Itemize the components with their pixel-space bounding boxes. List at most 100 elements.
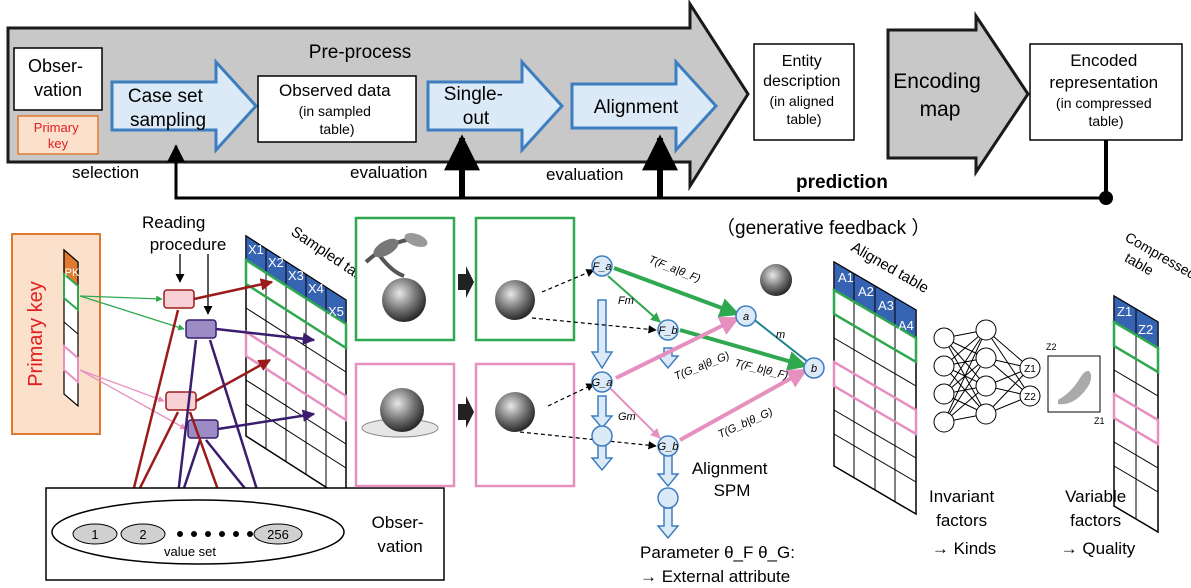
svg-text:T(F_a|θ_F): T(F_a|θ_F)	[647, 254, 702, 286]
svg-text:X3: X3	[288, 268, 304, 283]
aligned-table	[832, 260, 918, 516]
encoding-map-arrow	[886, 11, 1030, 177]
aligned-column-headers: A1 A2 A3 A4	[838, 270, 914, 333]
prediction-label: prediction	[796, 172, 888, 193]
observation-text: Obser- vation	[28, 56, 88, 100]
svg-text:T(G_b|θ_G): T(G_b|θ_G)	[716, 406, 774, 441]
svg-text:b: b	[811, 363, 817, 375]
primary-key-panel	[11, 233, 101, 435]
svg-text:A4: A4	[898, 318, 914, 333]
image-frame-4	[474, 362, 576, 488]
alignment-text: Alignment	[594, 97, 679, 118]
value-ellipsis-dots	[177, 531, 253, 537]
selection-label: selection	[72, 163, 139, 182]
latent-plot	[1047, 355, 1101, 413]
compressed-table-label: Compressed table	[1114, 229, 1191, 300]
image-frame-3	[354, 362, 456, 488]
svg-text:X5: X5	[328, 304, 344, 319]
read-node-2	[185, 319, 217, 339]
svg-text:G_b: G_b	[658, 441, 679, 453]
latent-axis-z1: Z1	[1094, 416, 1105, 426]
entity-description-text: Entity description (in aligned table)	[763, 53, 845, 127]
compressed-column-headers: Z1 Z2	[1117, 304, 1153, 337]
frame-arrow-bottom	[458, 396, 474, 428]
svg-text:Gm: Gm	[618, 411, 636, 423]
value-1-text: 1	[91, 527, 98, 542]
primary-key-small-text: Primary key	[34, 120, 82, 151]
svg-text:Z1: Z1	[1117, 304, 1132, 319]
svg-text:G_a: G_a	[592, 377, 613, 389]
value-2-pill	[120, 523, 166, 545]
latent-axis-z2: Z2	[1046, 342, 1057, 352]
encoding-map-text: Encoding map	[893, 70, 986, 121]
pk-connectors	[79, 295, 187, 430]
spm-edges	[519, 266, 809, 450]
single-out-arrow	[426, 58, 565, 154]
value-1-pill	[72, 523, 118, 545]
spm-node-labels: F_a F_b G_a G_b a b	[592, 261, 817, 453]
svg-text:Z2: Z2	[1138, 322, 1153, 337]
value-to-procedure	[126, 309, 266, 513]
value-256-text: 256	[267, 527, 289, 542]
z1-node-label: Z1	[1024, 364, 1036, 375]
image-frame-1	[354, 216, 456, 342]
invariant-factors-label: Invariant factors → Kinds	[929, 487, 999, 558]
pk-header-label: PK	[65, 267, 80, 279]
case-set-sampling-text: Case set sampling	[128, 86, 208, 131]
reading-procedure-label: Reading procedure	[142, 213, 226, 254]
neural-network	[933, 319, 1041, 433]
generative-feedback-label: （generative feedback ）	[716, 217, 930, 239]
compressed-table	[1112, 294, 1160, 534]
sampled-column-headers: X1 X2 X3 X4 X5	[248, 242, 344, 319]
evaluation-label-2: evaluation	[546, 165, 624, 184]
preprocess-label: Pre-process	[309, 42, 411, 63]
svg-text:A1: A1	[838, 270, 854, 285]
variable-factors-label: Variable factors → Quality	[1061, 487, 1136, 558]
read-node-1	[163, 289, 195, 309]
svg-text:T(G_a|θ_G): T(G_a|θ_G)	[673, 350, 732, 383]
observed-data-text: Observed data (in sampled table)	[279, 81, 395, 137]
svg-text:a: a	[743, 311, 749, 323]
pk-column	[63, 248, 79, 408]
svg-text:Fm: Fm	[618, 295, 634, 307]
svg-text:X1: X1	[248, 242, 264, 257]
evaluation-label-1: evaluation	[350, 163, 428, 182]
svg-text:X4: X4	[308, 281, 324, 296]
external-attribute-label: → External attribute	[640, 567, 790, 586]
value-2-text: 2	[139, 527, 146, 542]
observation-bottom-label: Obser- vation	[372, 513, 429, 556]
latent-blob	[1058, 370, 1092, 405]
svg-text:A2: A2	[858, 284, 874, 299]
single-out-text: Single- out	[444, 84, 508, 129]
svg-text:F_b: F_b	[659, 325, 678, 337]
frame-arrow-top	[458, 266, 474, 298]
svg-text:F_a: F_a	[593, 261, 612, 273]
primary-key-vertical-label: Primary key	[25, 281, 47, 387]
primary-key-small-box	[17, 115, 99, 155]
value-set-ellipse	[51, 499, 345, 565]
spm-nodes	[591, 255, 825, 509]
value-256-pill	[253, 523, 303, 545]
value-set-label: value set	[164, 544, 216, 559]
svg-text:A3: A3	[878, 298, 894, 313]
spm-apple-icon	[760, 264, 792, 296]
observation-box	[13, 47, 103, 111]
z2-node-label: Z2	[1024, 392, 1036, 403]
encoded-representation-box	[1029, 43, 1183, 141]
alignment-arrow	[570, 58, 719, 154]
image-frame-2	[474, 216, 576, 342]
observed-data-box	[257, 75, 417, 143]
entity-description-box	[753, 43, 855, 141]
parameter-label: Parameter θ_F θ_G:	[640, 543, 795, 562]
svg-text:X2: X2	[268, 255, 284, 270]
alignment-spm-title: Alignment SPM	[692, 459, 772, 500]
read-node-4	[187, 419, 219, 439]
read-node-3	[165, 391, 197, 411]
procedure-to-table	[193, 278, 316, 431]
svg-text:T(F_b|θ_F): T(F_b|θ_F)	[733, 357, 789, 382]
encoded-representation-text: Encoded representation (in compressed ta…	[1049, 51, 1162, 129]
feedback-lines	[167, 134, 1113, 205]
case-set-sampling-arrow	[110, 58, 259, 154]
sampled-table	[244, 234, 348, 502]
